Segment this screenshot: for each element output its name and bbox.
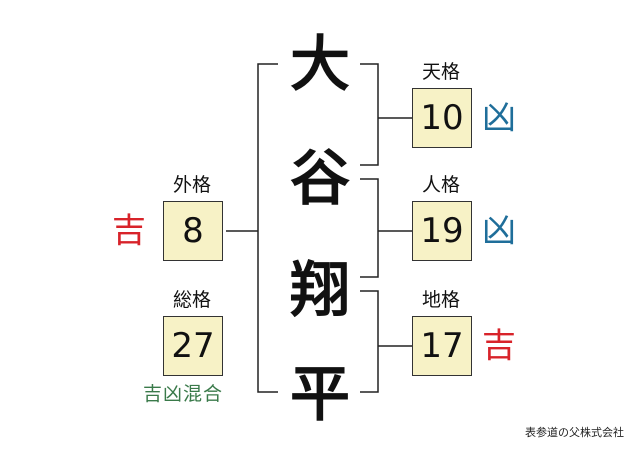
- jinkaku-value-box: 19: [412, 201, 472, 261]
- tenkaku-value-box: 10: [412, 88, 472, 148]
- gaikaku-value-box: 8: [163, 201, 223, 261]
- tenkaku-label: 天格: [421, 61, 460, 83]
- name-char-1: 大: [290, 30, 350, 100]
- chikaku-value-box: 17: [412, 316, 472, 376]
- outer-bracket: [257, 63, 278, 393]
- name-char-3: 翔: [290, 256, 350, 326]
- tenkaku-bracket: [360, 63, 379, 166]
- soukaku-value-box: 27: [163, 316, 223, 376]
- company-credit: 表参道の父株式会社: [525, 426, 624, 439]
- chikaku-bracket: [360, 290, 379, 393]
- soukaku-label: 総格: [172, 289, 211, 311]
- soukaku-verdict: 吉凶混合: [143, 383, 224, 405]
- chikaku-verdict: 吉: [482, 326, 516, 366]
- jinkaku-label: 人格: [421, 174, 460, 196]
- jinkaku-verdict: 凶: [482, 211, 516, 251]
- gaikaku-label: 外格: [172, 174, 211, 196]
- name-char-2: 谷: [290, 144, 350, 214]
- chikaku-label: 地格: [421, 289, 460, 311]
- gaikaku-verdict: 吉: [112, 211, 146, 251]
- jinkaku-bracket: [360, 178, 379, 278]
- tenkaku-verdict: 凶: [482, 98, 516, 138]
- name-char-4: 平: [290, 360, 350, 430]
